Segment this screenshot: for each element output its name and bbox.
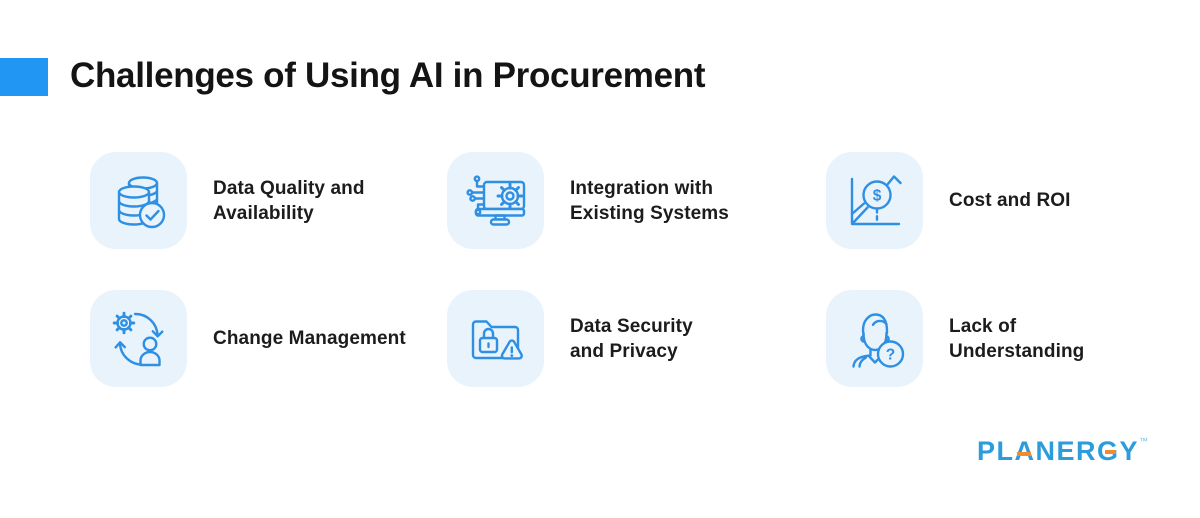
title-accent-square [0,58,48,96]
item-label: Lack of Understanding [949,314,1084,364]
challenge-item-data-security: Data Security and Privacy [447,290,693,387]
item-label: Data Security and Privacy [570,314,693,364]
monitor-gear-icon [465,174,525,226]
label-line: Change Management [213,328,406,349]
label-line: Data Quality and [213,177,365,199]
page-title: Challenges of Using AI in Procurement [70,56,706,95]
label-line: Existing Systems [570,202,729,224]
challenge-item-lack-of-understanding: ? Lack of Understanding [826,290,1084,387]
icon-tile: $ [826,152,923,249]
item-label: Integration with Existing Systems [570,176,729,226]
icon-tile [447,290,544,387]
challenge-item-change-management: Change Management [90,290,406,387]
gear-person-cycle-icon [112,311,163,366]
planergy-logo: PLANERGY™ [977,436,1148,468]
item-label: Cost and ROI [949,188,1071,213]
chart-dollar-icon: $ [850,174,902,225]
person-question-icon: ? [851,312,904,368]
label-line: Availability [213,202,314,224]
database-check-icon [117,175,165,228]
dollar-glyph: $ [872,187,881,204]
item-label: Change Management [213,326,406,351]
label-line: Data Security [570,315,693,337]
label-line: Lack of [949,315,1017,337]
icon-tile [90,152,187,249]
icon-tile [447,152,544,249]
label-line: Cost and ROI [949,190,1071,211]
label-line: and Privacy [570,340,678,362]
icon-tile: ? [826,290,923,387]
folder-lock-warning-icon [471,319,523,360]
challenge-item-integration: Integration with Existing Systems [447,152,729,249]
challenge-item-data-quality: Data Quality and Availability [90,152,365,249]
question-glyph: ? [885,346,894,363]
challenge-item-cost-roi: $ Cost and ROI [826,152,1071,249]
logo-a-crossbar-accent [1017,452,1031,456]
icon-tile [90,290,187,387]
label-line: Integration with [570,177,714,199]
trademark-symbol: ™ [1139,436,1149,446]
label-line: Understanding [949,340,1085,362]
logo-g-crossbar-accent [1105,450,1116,454]
item-label: Data Quality and Availability [213,176,365,226]
